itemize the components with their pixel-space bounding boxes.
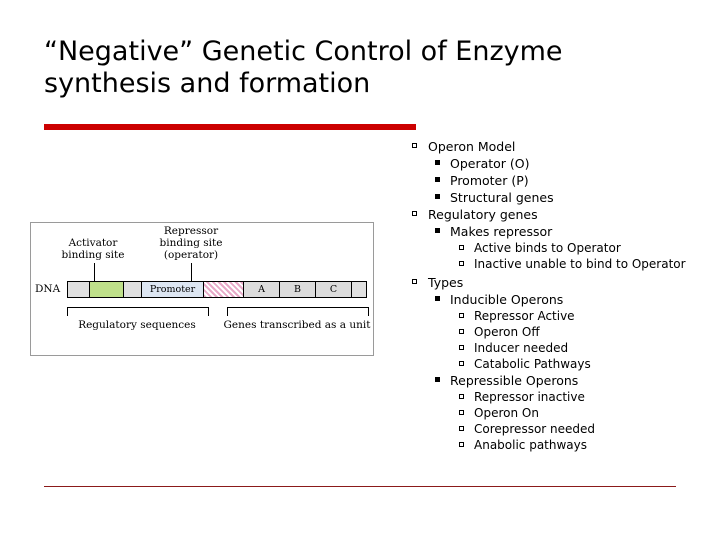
list-item-regulatory-genes: Regulatory genes — [404, 206, 694, 223]
filled-square-bullet-icon — [435, 177, 440, 182]
list-item-label: Anabolic pathways — [474, 438, 588, 452]
segment-operator — [204, 282, 244, 297]
list-item-label: Catabolic Pathways — [474, 357, 591, 371]
activator-binding-site-label: Activator binding site — [47, 237, 139, 261]
list-item-repressible-operons: Repressible Operons — [404, 372, 694, 389]
list-item-label: Makes repressor — [450, 224, 553, 239]
segment-gene-c: C — [316, 282, 352, 297]
regulatory-sequences-label: Regulatory sequences — [78, 319, 196, 331]
open-square-bullet-icon — [459, 361, 464, 366]
open-square-bullet-icon — [459, 345, 464, 350]
list-item-operon-on: Operon On — [404, 405, 694, 421]
list-item-label: Corepressor needed — [474, 422, 596, 436]
list-item-label: Operator (O) — [450, 156, 530, 171]
list-item-label: Active binds to Operator — [474, 241, 621, 255]
filled-square-bullet-icon — [435, 228, 440, 233]
open-square-bullet-icon — [459, 329, 464, 334]
repressor-label-line3: (operator) — [163, 249, 219, 261]
activator-label-line2: binding site — [61, 249, 125, 261]
list-item-label: Repressible Operons — [450, 373, 579, 388]
open-square-bullet-icon — [412, 143, 417, 148]
list-item-label: Regulatory genes — [428, 207, 538, 222]
activator-leader-line — [94, 263, 95, 281]
open-square-bullet-icon — [459, 313, 464, 318]
list-item-label: Inducer needed — [474, 341, 569, 355]
list-item-label: Operon On — [474, 406, 539, 420]
list-item-structural-genes: Structural genes — [404, 189, 694, 206]
title-underline-rule — [44, 124, 416, 130]
list-item-label: Operon Off — [474, 325, 540, 339]
list-item-inactive-unable: Inactive unable to bind to Operator — [404, 256, 694, 272]
filled-square-bullet-icon — [435, 194, 440, 199]
promoter-label: Promoter — [149, 284, 196, 295]
dna-label: DNA — [35, 283, 61, 295]
bottom-rule — [44, 486, 676, 487]
genes-transcribed-label: Genes transcribed as a unit — [223, 319, 371, 331]
segment-spacer-left — [68, 282, 90, 297]
open-square-bullet-icon — [459, 394, 464, 399]
segment-gene-a: A — [244, 282, 280, 297]
filled-square-bullet-icon — [435, 377, 440, 382]
segment-spacer-mid — [124, 282, 142, 297]
segment-activator-site — [90, 282, 124, 297]
open-square-bullet-icon — [459, 442, 464, 447]
list-item-repressor-active: Repressor Active — [404, 308, 694, 324]
list-item-operon-off: Operon Off — [404, 324, 694, 340]
list-item-repressor-inactive: Repressor inactive — [404, 389, 694, 405]
repressor-binding-site-label: Repressor binding site (operator) — [141, 225, 241, 261]
list-item-label: Repressor Active — [474, 309, 575, 323]
list-item-anabolic-pathways: Anabolic pathways — [404, 437, 694, 453]
gene-b-label: B — [294, 284, 301, 295]
segment-promoter: Promoter — [142, 282, 204, 297]
filled-square-bullet-icon — [435, 160, 440, 165]
open-square-bullet-icon — [459, 245, 464, 250]
repressor-leader-line — [191, 263, 192, 281]
list-item-inducer-needed: Inducer needed — [404, 340, 694, 356]
segment-gene-b: B — [280, 282, 316, 297]
open-square-bullet-icon — [459, 410, 464, 415]
list-item-label: Inducible Operons — [450, 292, 564, 307]
list-item-catabolic-pathways: Catabolic Pathways — [404, 356, 694, 372]
open-square-bullet-icon — [412, 279, 417, 284]
open-square-bullet-icon — [412, 211, 417, 216]
repressor-label-line2: binding site — [159, 237, 223, 249]
gene-c-label: C — [329, 284, 338, 295]
operon-diagram: Activator binding site Repressor binding… — [30, 222, 374, 356]
list-item-active-binds: Active binds to Operator — [404, 240, 694, 256]
filled-square-bullet-icon — [435, 296, 440, 301]
gene-a-label: A — [258, 284, 265, 295]
list-item-operon-model: Operon Model — [404, 138, 694, 155]
list-item-corepressor-needed: Corepressor needed — [404, 421, 694, 437]
list-item-types: Types — [404, 274, 694, 291]
list-item-operator: Operator (O) — [404, 155, 694, 172]
list-item-label: Types — [428, 275, 464, 290]
list-item-label: Promoter (P) — [450, 173, 529, 188]
list-item-label: Structural genes — [450, 190, 554, 205]
list-item-promoter: Promoter (P) — [404, 172, 694, 189]
list-item-label: Repressor inactive — [474, 390, 585, 404]
transcribed-brace — [227, 307, 369, 316]
activator-label-line1: Activator — [68, 237, 118, 249]
outline-content: Operon Model Operator (O) Promoter (P) S… — [404, 138, 694, 453]
list-item-inducible-operons: Inducible Operons — [404, 291, 694, 308]
list-item-label: Operon Model — [428, 139, 516, 154]
list-item-label: Inactive unable to bind to Operator — [474, 257, 686, 271]
open-square-bullet-icon — [459, 261, 464, 266]
dna-bar: Promoter A B C — [67, 281, 367, 298]
page-title: “Negative” Genetic Control of Enzyme syn… — [44, 36, 563, 99]
list-item-makes-repressor: Makes repressor — [404, 223, 694, 240]
segment-spacer-right — [352, 282, 366, 297]
repressor-label-line1: Repressor — [163, 225, 219, 237]
open-square-bullet-icon — [459, 426, 464, 431]
regulatory-brace — [67, 307, 209, 316]
